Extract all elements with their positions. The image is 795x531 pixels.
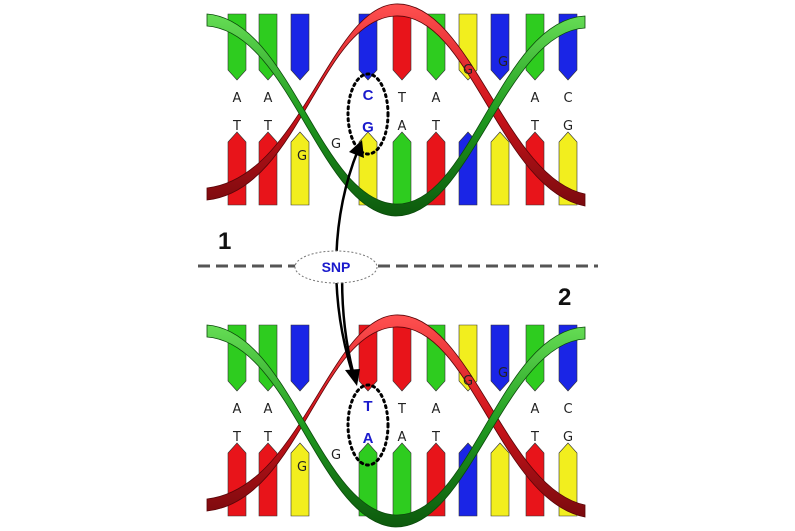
base-letter-bottom-5: T	[431, 430, 440, 445]
base-letter-top-1: A	[264, 91, 273, 106]
base-bar-bottom-4	[392, 131, 412, 206]
base-letter-partial-left_low: G	[297, 149, 307, 164]
base-letter-bottom-4: A	[398, 430, 407, 445]
base-letter-bottom-5: T	[431, 119, 440, 134]
base-letter-bottom-1: T	[263, 119, 272, 134]
base-letter-bottom-1: T	[263, 430, 272, 445]
base-bar-top-2	[290, 13, 310, 81]
base-letter-bottom-8: T	[530, 430, 539, 445]
base-letter-top-8: A	[531, 402, 540, 417]
base-bar-top-7	[490, 324, 510, 392]
base-letter-top-4: T	[397, 91, 406, 106]
base-bar-top-7	[490, 13, 510, 81]
base-letter-partial-right_top2: G	[498, 55, 508, 70]
base-letter-top-4: T	[397, 402, 406, 417]
base-letter-bottom-4: A	[398, 119, 407, 134]
base-letter-top-5: A	[432, 91, 441, 106]
base-bar-top-4	[392, 13, 412, 81]
snp-label: SNP	[322, 259, 351, 275]
base-letter-bottom-3: A	[363, 430, 374, 447]
base-letter-partial-left_mid: G	[331, 448, 341, 463]
base-letter-partial-right_top1: G	[463, 63, 473, 78]
base-letter-top-0: A	[233, 91, 242, 106]
strand-red	[206, 3, 586, 207]
base-bar-top-2	[290, 324, 310, 392]
base-letter-bottom-9: G	[563, 119, 573, 134]
base-letter-partial-left_low: G	[297, 460, 307, 475]
base-bar-top-4	[392, 324, 412, 392]
base-letter-top-8: A	[531, 91, 540, 106]
snp-badge: SNP	[294, 250, 378, 284]
base-bar-bottom-2	[290, 131, 310, 206]
base-letter-partial-right_top1: G	[463, 374, 473, 389]
base-letter-top-9: C	[563, 402, 572, 417]
base-letter-partial-right_top2: G	[498, 366, 508, 381]
panel-number-1: 1	[218, 228, 231, 255]
base-bar-bottom-2	[290, 442, 310, 517]
base-letter-bottom-8: T	[530, 119, 539, 134]
snp-highlight-ellipse-2	[346, 383, 390, 467]
base-bar-bottom-0	[227, 131, 247, 206]
strand-green	[206, 13, 586, 217]
snp-highlight-ellipse-1	[346, 72, 390, 156]
base-bar-bottom-7	[490, 442, 510, 517]
base-letter-top-3: T	[363, 398, 372, 415]
base-bar-bottom-4	[392, 442, 412, 517]
base-bar-bottom-0	[227, 442, 247, 517]
base-letter-top-0: A	[233, 402, 242, 417]
base-letter-top-9: C	[563, 91, 572, 106]
base-letter-bottom-9: G	[563, 430, 573, 445]
base-letter-top-3: C	[363, 87, 374, 104]
base-letter-top-1: A	[264, 402, 273, 417]
base-letter-bottom-0: T	[232, 430, 241, 445]
strand-red	[206, 314, 586, 518]
strand-green	[206, 324, 586, 528]
base-bar-bottom-7	[490, 131, 510, 206]
base-letter-top-5: A	[432, 402, 441, 417]
base-letter-bottom-3: G	[362, 119, 374, 136]
panel-number-2: 2	[558, 284, 571, 311]
base-letter-bottom-0: T	[232, 119, 241, 134]
base-letter-partial-left_mid: G	[331, 137, 341, 152]
